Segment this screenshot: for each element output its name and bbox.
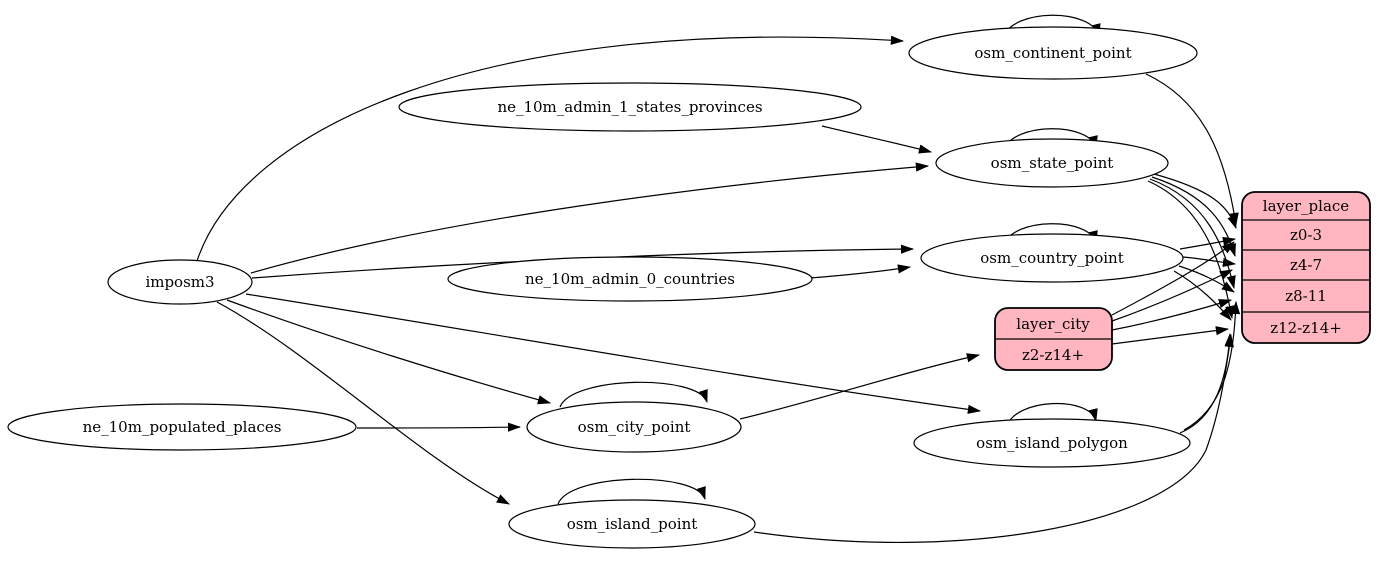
nodes-group: imposm3 ne_10m_admin_1_states_provinces …: [7, 26, 1198, 549]
edge-imposm3-osm_continent_point: [196, 35, 905, 262]
node-ne_10m_populated_places: ne_10m_populated_places: [7, 403, 357, 451]
node-osm_country_point-label: osm_country_point: [980, 249, 1124, 267]
node-osm_island_polygon-label: osm_island_polygon: [976, 434, 1128, 452]
layer_place-row-z8-11: z8-11: [1285, 287, 1327, 305]
node-imposm3-label: imposm3: [145, 273, 214, 291]
node-osm_country_point-shape: [920, 233, 1184, 283]
node-osm_state_point: osm_state_point: [935, 138, 1169, 188]
node-osm_island_point: osm_island_point: [508, 499, 756, 549]
node-osm_continent_point: osm_continent_point: [908, 26, 1198, 80]
node-osm_state_point-label: osm_state_point: [991, 154, 1114, 172]
self-loop-osm_island_point: [557, 478, 706, 505]
edge-layer_city-z4-7: [1111, 269, 1233, 322]
node-osm_country_point: osm_country_point: [920, 233, 1184, 283]
edge-osm_country_point-z12-z14: [1173, 270, 1232, 321]
node-ne_10m_admin_1_states_provinces: ne_10m_admin_1_states_provinces: [398, 82, 862, 132]
node-osm_city_point-shape: [526, 401, 742, 453]
node-osm_island_polygon: osm_island_polygon: [913, 418, 1191, 468]
node-ne_10m_admin_0_countries-label: ne_10m_admin_0_countries: [525, 270, 735, 288]
layer_place-row-z12-z14: z12-z14+: [1270, 319, 1342, 337]
edge-ne_10m_populated_places-osm_city_point: [356, 422, 522, 432]
node-ne_10m_admin_0_countries-shape: [447, 256, 813, 302]
edge-osm_city_point-layer_city: [739, 353, 981, 420]
layer_city-title: layer_city: [1016, 315, 1090, 333]
node-imposm3: imposm3: [107, 259, 253, 305]
table-layer_place: layer_place z0-3 z4-7 z8-11 z12-z14+: [1241, 191, 1371, 344]
edge-osm_state_point-z0-3: [1153, 173, 1237, 229]
layer_place-title: layer_place: [1263, 197, 1350, 215]
node-osm_city_point: osm_city_point: [526, 401, 742, 453]
edge-osm_continent_point-z0-3: [1145, 73, 1239, 227]
edge-layer_city-z0-3: [1111, 241, 1235, 316]
edge-layer_city-z12-z14: [1111, 326, 1230, 345]
edge-osm_country_point-z8-11: [1178, 265, 1235, 293]
layer_place-row-z4-7: z4-7: [1290, 256, 1322, 274]
edge-imposm3-osm_island_polygon: [245, 293, 982, 414]
node-ne_10m_admin_1_states_provinces-label: ne_10m_admin_1_states_provinces: [497, 98, 762, 116]
node-imposm3-shape: [107, 259, 253, 305]
self-loop-osm_city_point: [559, 381, 708, 408]
node-osm_city_point-label: osm_city_point: [578, 418, 691, 436]
node-ne_10m_populated_places-label: ne_10m_populated_places: [83, 418, 282, 436]
node-osm_state_point-shape: [935, 138, 1169, 188]
edge-osm_island_point-z12-z14: [753, 333, 1234, 543]
node-ne_10m_populated_places-shape: [7, 403, 357, 451]
node-osm_island_point-label: osm_island_point: [567, 515, 698, 533]
edge-imposm3-osm_state_point: [250, 162, 930, 274]
edge-ne_10m_admin_1_states_provinces-osm_state_point: [821, 125, 933, 154]
edge-imposm3-osm_city_point: [226, 299, 552, 405]
node-osm_island_point-shape: [508, 499, 756, 549]
node-ne_10m_admin_0_countries: ne_10m_admin_0_countries: [447, 256, 813, 302]
edge-imposm3-osm_island_point: [216, 301, 510, 505]
edge-layer_city-z8-11: [1111, 299, 1233, 331]
table-layer_place-box: [1241, 191, 1371, 344]
table-layer_city: layer_city z2-z14+: [994, 307, 1113, 371]
node-osm_continent_point-label: osm_continent_point: [974, 44, 1131, 62]
edge-osm_country_point-z0-3: [1179, 236, 1237, 250]
node-ne_10m_admin_1_states_provinces-shape: [398, 82, 862, 132]
edge-ne_10m_admin_0_countries-osm_country_point: [809, 264, 912, 279]
edge-osm_island_polygon-z8-11: [1183, 300, 1241, 431]
self-loop-osm_island_polygon: [1006, 403, 1098, 427]
edge-osm_country_point-z4-7: [1182, 256, 1237, 267]
layer_city-row-z2-z14: z2-z14+: [1022, 346, 1084, 364]
node-osm_island_polygon-shape: [913, 418, 1191, 468]
layer_place-row-z0-3: z0-3: [1290, 226, 1322, 244]
node-osm_continent_point-shape: [908, 26, 1198, 80]
